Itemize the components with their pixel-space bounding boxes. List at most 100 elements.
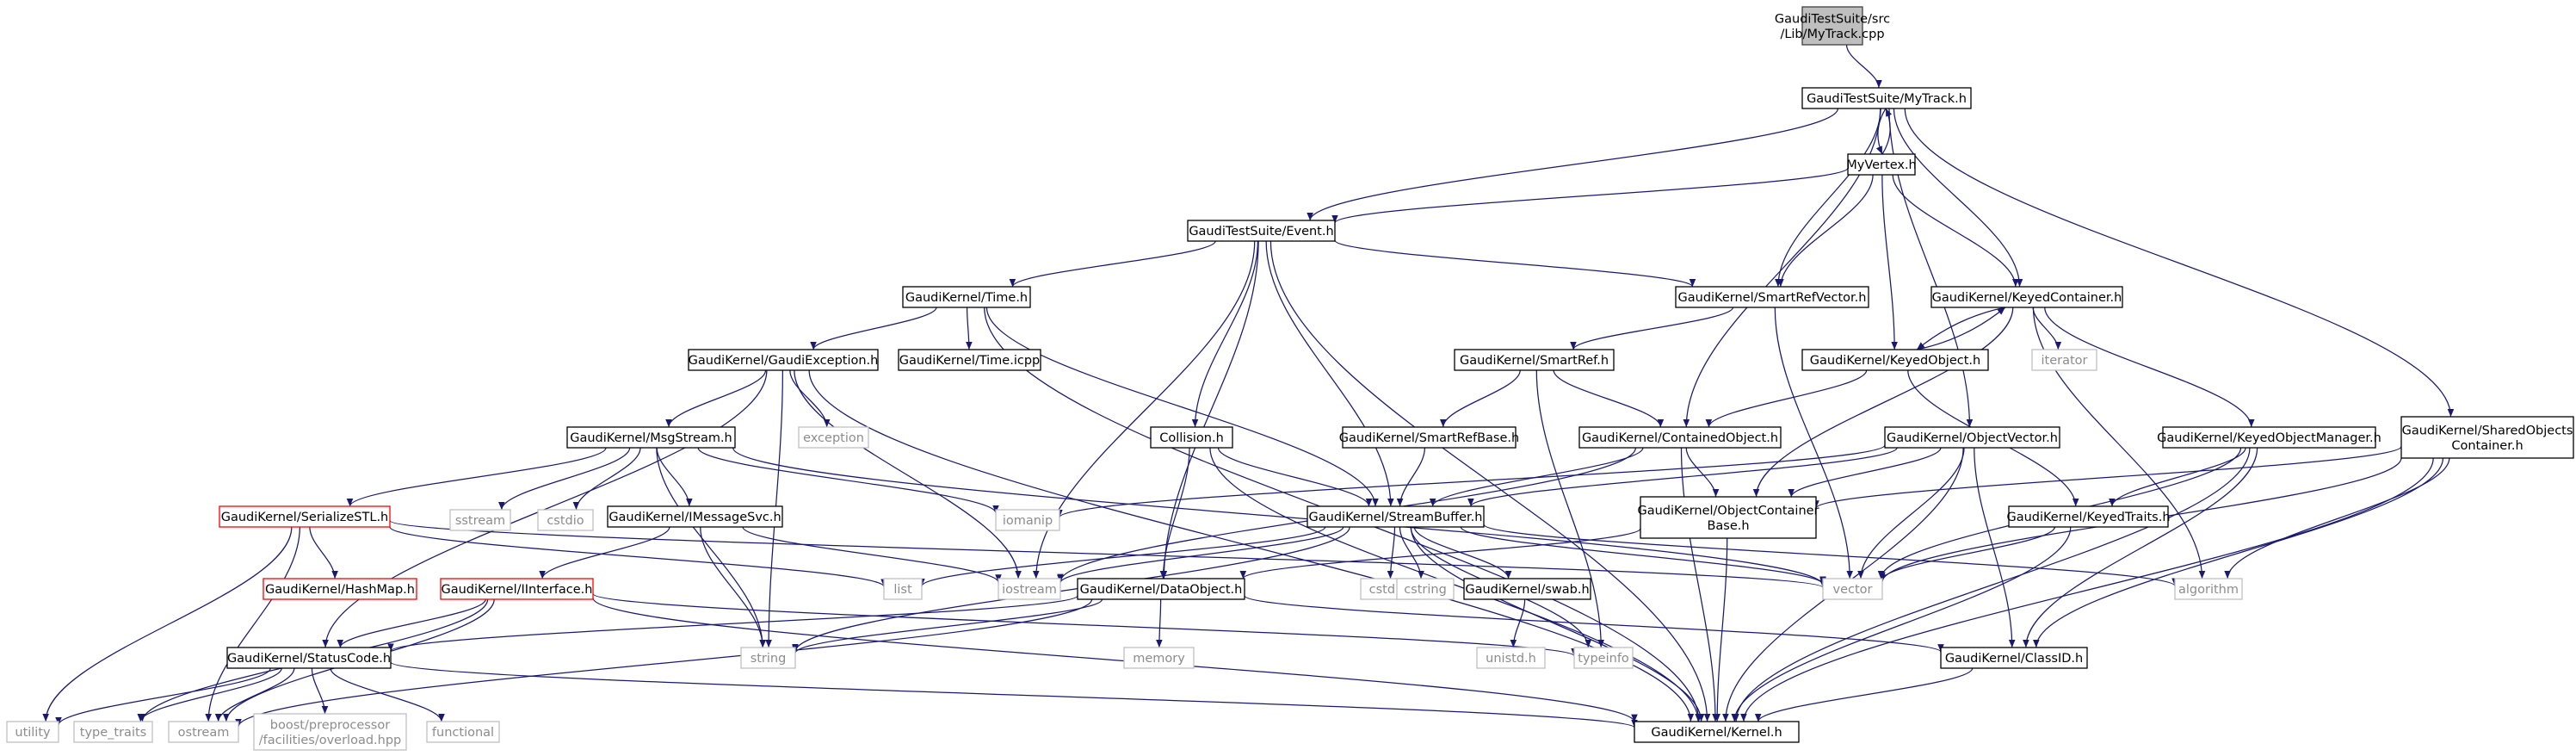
node-box xyxy=(253,713,407,751)
edge-objectcontainerbase-to-dataobject xyxy=(1239,528,1641,579)
node-box xyxy=(1307,505,1485,528)
node-keyedtraits[interactable]: GaudiKernel/KeyedTraits.h xyxy=(2006,505,2171,528)
edge-statuscode-to-kernel xyxy=(390,661,1638,728)
node-label: GaudiKernel/Kernel.h xyxy=(1651,726,1782,740)
node-streambuffer[interactable]: GaudiKernel/StreamBuffer.h xyxy=(1307,505,1485,528)
edge-imessagesvc-to-iinterface xyxy=(539,526,670,579)
edge-dataobject-to-statuscode xyxy=(387,595,1078,652)
node-smartref[interactable]: GaudiKernel/SmartRef.h xyxy=(1454,349,1615,371)
node-list: list xyxy=(883,578,923,600)
node-label: cstdio xyxy=(547,514,584,528)
node-iinterface[interactable]: GaudiKernel/IInterface.h xyxy=(440,578,594,600)
edge-mytrack-to-keyedcontainer xyxy=(1893,108,2023,288)
node-boostoverload: boost/preprocessor/facilities/overload.h… xyxy=(253,713,407,751)
node-smartrefbase[interactable]: GaudiKernel/SmartRefBase.h xyxy=(1339,426,1519,449)
edge-event-to-kernel xyxy=(1269,240,1711,722)
edge-objectvector-to-classid xyxy=(1974,447,2016,648)
node-label: algorithm xyxy=(2178,583,2239,597)
node-classid[interactable]: GaudiKernel/ClassID.h xyxy=(1940,647,2088,669)
node-box xyxy=(1123,647,1195,669)
node-box xyxy=(1077,578,1245,600)
node-label: unistd.h xyxy=(1486,652,1536,666)
node-objectvector[interactable]: GaudiKernel/ObjectVector.h xyxy=(1884,426,2060,449)
node-keyedobject[interactable]: GaudiKernel/KeyedObject.h xyxy=(1801,349,1989,371)
edge-serializestl-to-utility xyxy=(42,526,293,722)
edge-keyedcontainer-to-keyedobject xyxy=(1916,307,2005,350)
node-statuscode[interactable]: GaudiKernel/StatusCode.h xyxy=(226,647,392,669)
node-label: GaudiKernel/StatusCode.h xyxy=(227,652,391,666)
node-keyedobjectmanager[interactable]: GaudiKernel/KeyedObjectManager.h xyxy=(2157,426,2381,449)
node-box xyxy=(219,505,391,528)
edge-msgstream-to-imessagesvc xyxy=(656,447,693,507)
node-dataobject[interactable]: GaudiKernel/DataObject.h xyxy=(1077,578,1245,600)
edge-iinterface-to-statuscode xyxy=(337,598,486,648)
edge-gaudiexception-to-iostream xyxy=(794,369,1022,579)
node-iostream: iostream xyxy=(998,578,1061,600)
edge-event-to-iostream xyxy=(1033,240,1256,579)
node-label: GaudiKernel/ObjectVector.h xyxy=(1887,431,2058,445)
node-collision[interactable]: Collision.h xyxy=(1150,426,1233,449)
node-keyedcontainer[interactable]: GaudiKernel/KeyedContainer.h xyxy=(1930,286,2123,308)
node-box xyxy=(263,578,417,600)
node-box xyxy=(1454,349,1615,371)
node-label: GaudiKernel/Time.h xyxy=(905,291,1028,305)
node-serializestl[interactable]: GaudiKernel/SerializeSTL.h xyxy=(219,505,391,528)
node-imessagesvc[interactable]: GaudiKernel/IMessageSvc.h xyxy=(607,505,783,528)
node-box xyxy=(1940,647,2088,669)
edge-keyedcontainer-to-algorithm xyxy=(2032,307,2206,579)
node-sstream: sstream xyxy=(449,509,511,531)
node-box xyxy=(688,349,879,371)
node-label: iostream xyxy=(1002,583,1057,597)
edge-keyedobject-to-containedobject xyxy=(1705,369,1868,428)
node-box xyxy=(1578,426,1782,449)
edge-keyedtraits-to-kernel xyxy=(1731,526,2072,722)
edge-containedobject-to-kernel xyxy=(1680,447,1719,722)
node-box xyxy=(1476,647,1546,669)
edge-event-to-dataobject xyxy=(1160,240,1259,579)
node-gaudiexception[interactable]: GaudiKernel/GaudiException.h xyxy=(688,349,879,371)
edge-collision-to-streambuffer xyxy=(1217,447,1373,507)
node-msgstream[interactable]: GaudiKernel/MsgStream.h xyxy=(566,426,736,449)
node-event[interactable]: GaudiTestSuite/Event.h xyxy=(1187,220,1336,242)
node-label: functional xyxy=(432,726,494,740)
node-mytrack[interactable]: GaudiTestSuite/MyTrack.h xyxy=(1801,87,1972,109)
node-box xyxy=(995,509,1060,531)
edge-objectvector-to-streambuffer xyxy=(1467,447,1898,507)
node-label: iterator xyxy=(2042,354,2088,368)
node-box xyxy=(898,349,1041,371)
node-label: GaudiKernel/Time.icpp xyxy=(899,354,1041,368)
node-box xyxy=(1342,426,1517,449)
edge-mytrack-to-smartrefvector xyxy=(1775,108,1881,288)
edge-imessagesvc-to-iostream xyxy=(742,526,1002,583)
node-time[interactable]: GaudiKernel/Time.h xyxy=(902,286,1031,308)
edge-streambuffer-to-list xyxy=(918,526,1326,587)
node-label: ostream xyxy=(178,726,230,740)
node-swab[interactable]: GaudiKernel/swab.h xyxy=(1463,578,1591,600)
node-box xyxy=(440,578,594,600)
edge-gaudiexception-to-msgstream xyxy=(665,369,767,428)
node-label: GaudiKernel/SharedObjects xyxy=(2402,424,2573,437)
node-label: GaudiKernel/KeyedTraits.h xyxy=(2006,511,2170,524)
node-smartrefvector[interactable]: GaudiKernel/SmartRefVector.h xyxy=(1675,286,1869,308)
node-memory: memory xyxy=(1123,647,1195,669)
node-label: /facilities/overload.hpp xyxy=(259,734,402,747)
node-box xyxy=(537,509,594,531)
edge-mytrack-to-sharedobjectscontainer xyxy=(1904,108,2455,418)
node-containedobject[interactable]: GaudiKernel/ContainedObject.h xyxy=(1578,426,1782,449)
node-hashmap[interactable]: GaudiKernel/HashMap.h xyxy=(263,578,417,600)
node-myvertex[interactable]: MyVertex.h xyxy=(1846,153,1917,176)
node-box xyxy=(566,426,736,449)
node-box xyxy=(740,647,796,669)
node-box xyxy=(6,721,59,743)
node-timeicpp[interactable]: GaudiKernel/Time.icpp xyxy=(898,349,1041,371)
edge-gaudiexception-to-statuscode xyxy=(322,369,768,648)
node-kernel[interactable]: GaudiKernel/Kernel.h xyxy=(1634,721,1800,743)
node-box xyxy=(798,426,869,449)
edge-streambuffer-to-iostream xyxy=(1057,526,1344,584)
edge-smartref-to-typeinfo xyxy=(1535,369,1604,648)
node-root[interactable]: GaudiTestSuite/src/Lib/MyTrack.cpp xyxy=(1775,6,1890,46)
edge-time-to-timeicpp xyxy=(966,307,973,350)
